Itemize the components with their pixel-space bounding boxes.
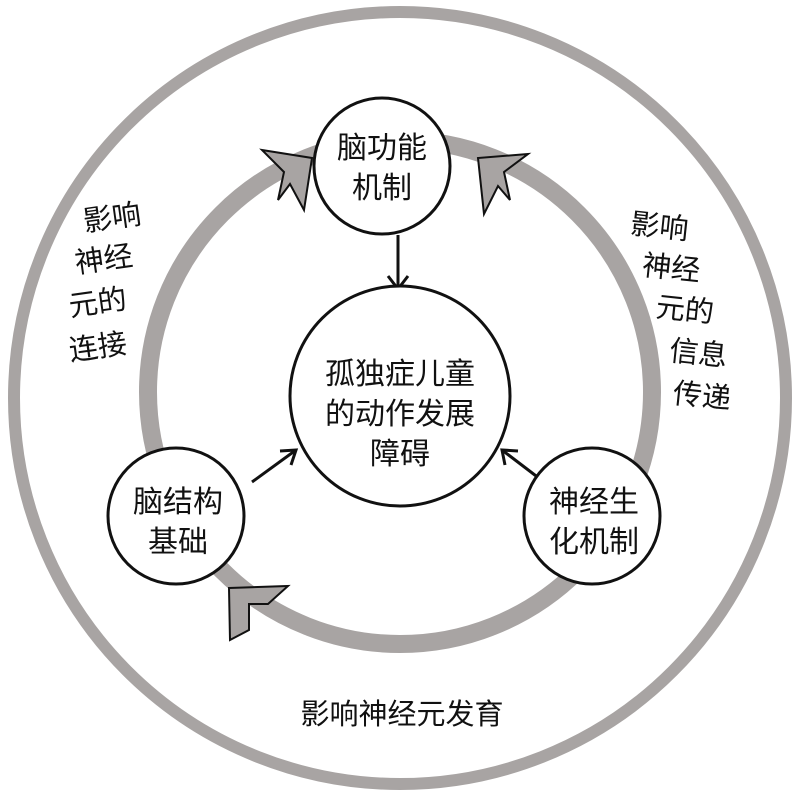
label-left-line-4: 连接 xyxy=(67,326,129,368)
node-right: 神经生 化机制 xyxy=(522,446,662,586)
label-right-line-2: 神经 xyxy=(641,248,702,288)
label-left-line-1: 影响 xyxy=(81,197,143,239)
node-top-line-1: 脑功能 xyxy=(337,131,427,166)
node-top-line-2: 机制 xyxy=(352,171,412,206)
node-left-line-1: 脑结构 xyxy=(133,485,223,520)
node-right-line-1: 神经生 xyxy=(549,485,639,520)
node-right-line-2: 化机制 xyxy=(549,525,639,560)
node-left-line-2: 基础 xyxy=(148,525,208,560)
arrow-top-to-center xyxy=(386,235,410,292)
node-center: 孤独症儿童 的动作发展 障碍 xyxy=(288,284,512,508)
node-center-line-1: 孤独症儿童 xyxy=(325,357,475,392)
arrow-left-to-center xyxy=(251,448,299,484)
node-center-line-2: 的动作发展 xyxy=(325,397,475,432)
label-left-line-2: 神经 xyxy=(73,238,135,280)
label-bottom: 影响神经元发育 xyxy=(300,697,503,731)
label-right-line-5: 传递 xyxy=(671,376,732,416)
node-left: 脑结构 基础 xyxy=(106,446,246,586)
node-center-line-3: 障碍 xyxy=(370,437,430,472)
label-right: 影响 神经 元的 信息 传递 xyxy=(629,206,733,416)
cycle-arrowhead-bottom-left xyxy=(227,584,291,642)
cycle-arrowhead-top-left xyxy=(259,148,314,214)
label-left: 影响 神经 元的 连接 xyxy=(67,197,144,368)
label-left-line-3: 元的 xyxy=(67,282,129,324)
cycle-arrowhead-top-right xyxy=(476,152,532,218)
label-right-line-3: 元的 xyxy=(654,290,715,330)
label-right-line-4: 信息 xyxy=(668,333,729,373)
node-top: 脑功能 机制 xyxy=(312,96,452,236)
label-right-line-1: 影响 xyxy=(629,206,690,246)
outer-ring xyxy=(8,6,792,790)
